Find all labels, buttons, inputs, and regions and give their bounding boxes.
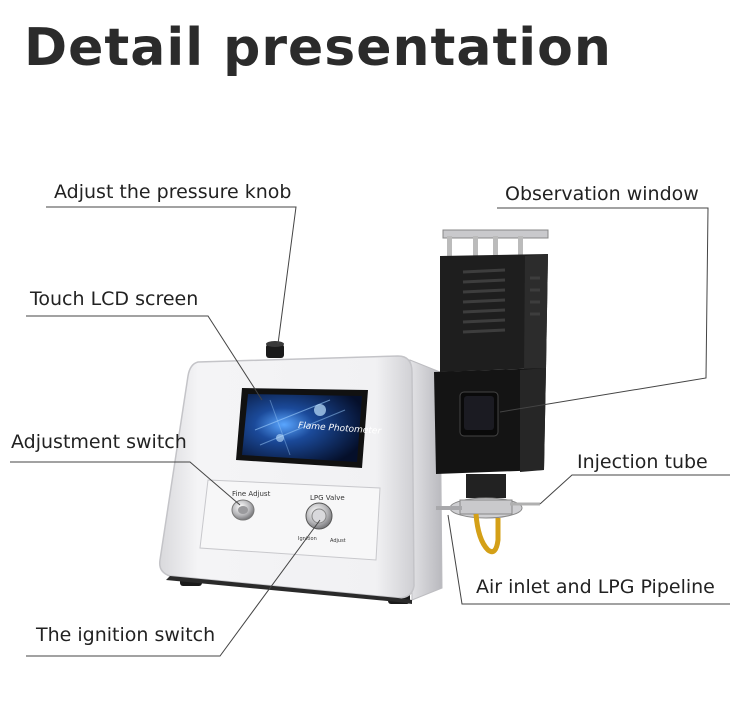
label-pressure-knob: Adjust the pressure knob — [54, 181, 292, 203]
rod — [518, 236, 523, 258]
pressure-knob — [266, 341, 284, 358]
label-adjustment-switch: Adjustment switch — [11, 431, 187, 453]
svg-text:LPG Valve: LPG Valve — [310, 494, 345, 502]
ignition-knob — [305, 502, 333, 530]
label-injection-tube: Injection tube — [577, 451, 708, 473]
label-observation-window: Observation window — [505, 183, 699, 205]
label-touch-lcd: Touch LCD screen — [30, 288, 199, 310]
chimney-housing — [440, 254, 548, 372]
label-air-inlet: Air inlet and LPG Pipeline — [476, 576, 715, 598]
leader-lines — [10, 206, 730, 657]
svg-text:Fine Adjust: Fine Adjust — [232, 490, 271, 498]
page-title: Detail presentation — [24, 18, 612, 78]
svg-text:Ignition: Ignition — [298, 536, 317, 542]
rod — [493, 236, 498, 258]
control-panel — [199, 479, 381, 561]
lpg-tube — [473, 513, 501, 555]
vent-slots — [462, 268, 540, 334]
rod — [473, 236, 478, 258]
fine-adjust-switch — [231, 499, 255, 521]
label-ignition-switch: The ignition switch — [36, 624, 216, 646]
svg-text:Adjust: Adjust — [330, 538, 346, 544]
rod — [447, 236, 452, 258]
